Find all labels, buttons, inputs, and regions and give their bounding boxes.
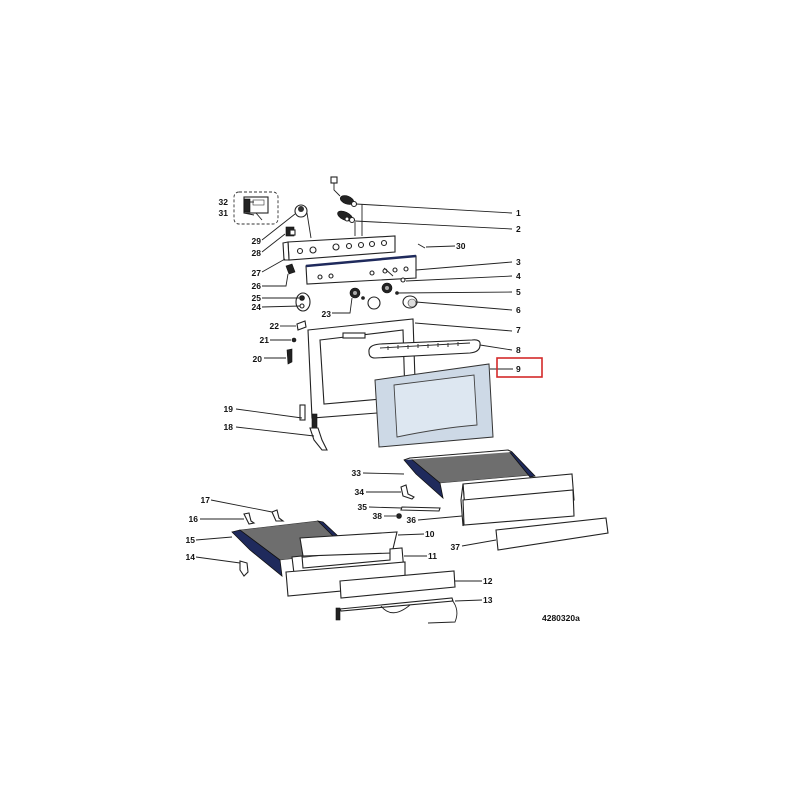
callout-19[interactable]: 19 bbox=[224, 404, 234, 414]
part-6-control-knob bbox=[402, 295, 418, 309]
part-13-drawer-handle bbox=[335, 597, 458, 624]
callout-7[interactable]: 7 bbox=[516, 325, 521, 335]
part-26-bracket bbox=[285, 263, 296, 275]
callout-38[interactable]: 38 bbox=[373, 511, 383, 521]
part-17-drawer-bracket bbox=[271, 509, 285, 522]
part-21-screw bbox=[291, 337, 297, 343]
part-1-wiring-harness bbox=[330, 176, 358, 208]
callout-32[interactable]: 32 bbox=[219, 197, 229, 207]
callout-10[interactable]: 10 bbox=[425, 529, 435, 539]
part-34-drawer-bracket bbox=[400, 484, 415, 500]
callout-16[interactable]: 16 bbox=[189, 514, 199, 524]
callout-25[interactable]: 25 bbox=[252, 293, 262, 303]
callout-14[interactable]: 14 bbox=[186, 552, 196, 562]
callout-29[interactable]: 29 bbox=[252, 236, 262, 246]
callout-9[interactable]: 9 bbox=[516, 364, 521, 374]
part-4-indicator-lens bbox=[400, 277, 406, 283]
callout-27[interactable]: 27 bbox=[252, 268, 262, 278]
part-37-drawer-front-panel bbox=[495, 517, 609, 551]
part-18-door-hinge bbox=[309, 413, 328, 451]
callout-6[interactable]: 6 bbox=[516, 305, 521, 315]
part-22-clip bbox=[296, 320, 307, 331]
part-35-drawer-runner bbox=[400, 506, 441, 512]
callout-37[interactable]: 37 bbox=[451, 542, 461, 552]
callout-26[interactable]: 26 bbox=[252, 281, 262, 291]
callout-21[interactable]: 21 bbox=[260, 335, 270, 345]
callout-24[interactable]: 24 bbox=[252, 302, 262, 312]
callout-22[interactable]: 22 bbox=[270, 321, 280, 331]
callout-2[interactable]: 2 bbox=[516, 224, 521, 234]
part-27-control-panel-housing bbox=[282, 235, 396, 261]
part-5-knob-bezel bbox=[381, 282, 399, 295]
callout-36[interactable]: 36 bbox=[407, 515, 417, 525]
part-36-drawer-front-frame bbox=[460, 473, 575, 527]
part-32-timer-module bbox=[233, 191, 279, 225]
part-29-thermostat bbox=[294, 204, 312, 239]
callout-5[interactable]: 5 bbox=[516, 287, 521, 297]
highlight-box-part-9 bbox=[496, 357, 543, 378]
part-24-25-switch bbox=[295, 292, 311, 312]
callout-15[interactable]: 15 bbox=[186, 535, 196, 545]
callout-4[interactable]: 4 bbox=[516, 271, 521, 281]
part-23-knob-bezel bbox=[349, 287, 381, 310]
callout-31[interactable]: 31 bbox=[219, 208, 229, 218]
part-38-grommet bbox=[396, 513, 402, 519]
callout-30[interactable]: 30 bbox=[456, 241, 466, 251]
callout-1[interactable]: 1 bbox=[516, 208, 521, 218]
callout-11[interactable]: 11 bbox=[428, 551, 437, 561]
callout-34[interactable]: 34 bbox=[355, 487, 365, 497]
callout-28[interactable]: 28 bbox=[252, 248, 262, 258]
callout-17[interactable]: 17 bbox=[201, 495, 211, 505]
part-2-wiring-harness bbox=[337, 210, 356, 224]
callout-8[interactable]: 8 bbox=[516, 345, 521, 355]
part-3-control-fascia bbox=[305, 254, 417, 285]
callout-35[interactable]: 35 bbox=[358, 502, 368, 512]
callout-20[interactable]: 20 bbox=[253, 354, 263, 364]
callout-23[interactable]: 23 bbox=[322, 309, 332, 319]
part-16-drawer-bracket bbox=[243, 512, 256, 525]
part-12-drawer-front-panel bbox=[339, 570, 456, 599]
part-33-upper-drawer-tray bbox=[403, 449, 536, 500]
callout-3[interactable]: 3 bbox=[516, 257, 521, 267]
part-14-drawer-runner-bracket bbox=[239, 560, 249, 577]
diagram-reference-code: 4280320a bbox=[542, 613, 580, 623]
part-19-hinge-receiver bbox=[299, 404, 306, 421]
callout-33[interactable]: 33 bbox=[352, 468, 362, 478]
callout-13[interactable]: 13 bbox=[483, 595, 493, 605]
part-28-ignition-module bbox=[285, 226, 296, 237]
part-20-door-catch bbox=[286, 348, 293, 365]
part-9-door-outer-glass bbox=[374, 363, 494, 448]
callout-12[interactable]: 12 bbox=[483, 576, 493, 586]
callout-18[interactable]: 18 bbox=[224, 422, 234, 432]
